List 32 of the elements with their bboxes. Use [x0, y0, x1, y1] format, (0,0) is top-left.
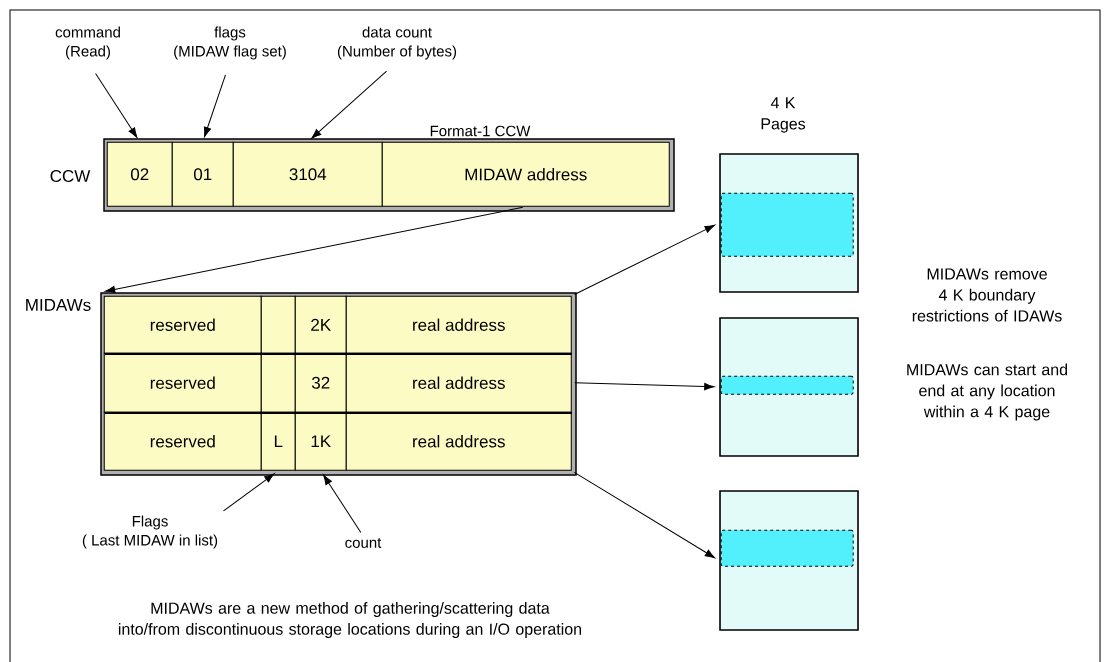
annotation-text: data count (Number of bytes) [337, 26, 457, 60]
note-text: 4 K Pages [761, 97, 806, 133]
note-text: MIDAWs are a new method of gathering/scattering data into/from discontinuous storage locations during an I/O operation [118, 602, 581, 638]
note-text: MIDAWs remove 4 K boundary restrictions of IDAWs [912, 268, 1062, 322]
data-band [720, 192, 854, 257]
field-cell: 2K [294, 295, 347, 354]
data-band [720, 529, 854, 567]
arrow [573, 471, 716, 559]
field-cell [260, 352, 296, 413]
arrow [311, 70, 388, 139]
field-cell: 01 [171, 141, 234, 207]
field-cell [260, 295, 296, 354]
arrow [573, 224, 715, 295]
side-label: MIDAWs [26, 299, 91, 311]
arrow [203, 74, 226, 138]
arrow [95, 72, 138, 138]
annotation-text: flags (MIDAW flag set) [174, 26, 286, 60]
arrow [574, 382, 715, 391]
field-cell: 32 [294, 352, 347, 413]
arrow [323, 474, 362, 534]
field-cell: L [260, 411, 296, 471]
note-text: MIDAWs can start and end at any location within a 4 K page [907, 363, 1067, 421]
annotation-text: Flags ( Last MIDAW in list) [82, 515, 218, 549]
arrow [223, 473, 275, 512]
field-cell: MIDAW address [381, 141, 670, 207]
heading-text: Format-1 CCW [430, 125, 531, 137]
field-cell: 02 [106, 141, 173, 207]
field-cell: 1K [294, 411, 347, 471]
side-label: CCW [50, 170, 91, 183]
annotation-text: count [345, 538, 382, 548]
data-band [720, 375, 854, 395]
annotation-text: command (Read) [55, 26, 120, 60]
